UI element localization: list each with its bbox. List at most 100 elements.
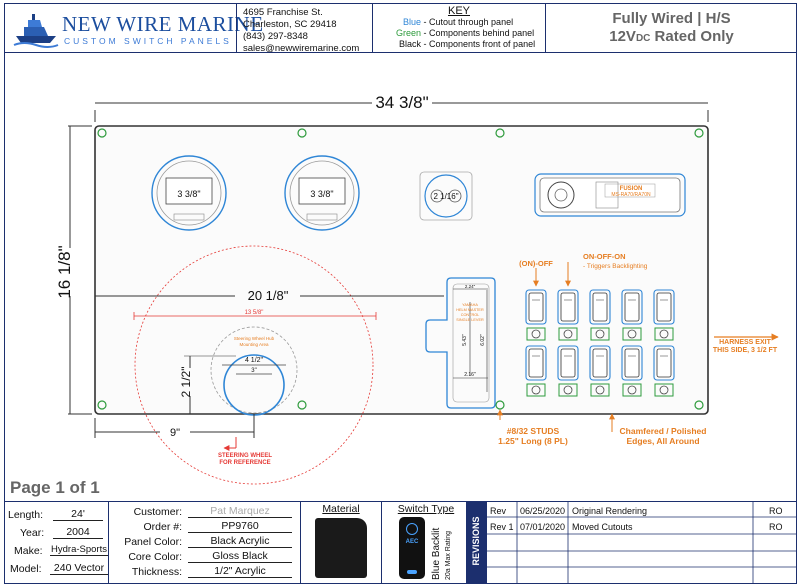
spec-row-length: Length: 24': [8, 506, 108, 524]
thickness: 1/2" Acrylic: [188, 565, 292, 578]
rocker-switch: [653, 345, 675, 397]
mounting-studs: [97, 128, 704, 410]
header-divider: [236, 3, 237, 53]
stereo-cutout: [534, 173, 686, 217]
switch-indicator: [407, 570, 417, 574]
rev-number: Rev: [490, 506, 507, 516]
rocker-switch: [621, 345, 643, 397]
company-address: 4695 Franchise St. Charleston, SC 29418 …: [243, 7, 359, 55]
spec-label: Length:: [8, 509, 44, 521]
key-desc: - Cutout through panel: [423, 17, 514, 27]
spec-value: 240 Vector: [50, 562, 108, 575]
on-off-callout: (ON)-OFF: [519, 259, 553, 268]
revisions-label: REVISIONS: [471, 516, 481, 566]
remote-label-4: SINGLE LEVER: [456, 318, 484, 322]
harness-label-1: HARNESS EXIT: [719, 339, 771, 346]
material-title: Material: [322, 503, 360, 515]
switch-logo-icon: [406, 523, 418, 535]
spec-row-year: Year: 2004: [8, 524, 108, 542]
ship-logo-icon: [12, 10, 60, 48]
footer-divider: [108, 501, 109, 584]
revisions-grid: [487, 502, 797, 584]
footer-bar: [4, 501, 797, 584]
logo-title: NEW WIRE MARINE: [62, 12, 264, 36]
order-info: Customer: Pat Marquez Order #: PP9760 Pa…: [110, 504, 300, 579]
steering-label-2: FOR REFERENCE: [219, 460, 270, 466]
steering-horizontal-label: 9": [170, 427, 180, 439]
stereo-brand: FUSION: [620, 186, 643, 192]
rocker-switch: [557, 345, 579, 397]
footer-divider: [300, 501, 301, 584]
order-row-customer: Customer: Pat Marquez: [110, 504, 300, 519]
panel-color: Black Acrylic: [188, 535, 292, 548]
spec-label: Year:: [20, 527, 45, 539]
gauge-cutout-1: [151, 155, 227, 231]
rev-date: 07/01/2020: [520, 522, 566, 532]
spec-row-make: Make: Hydra-Sports: [8, 542, 108, 560]
remote-label-1: YAMAHA: [462, 303, 478, 307]
steering-hole-inner-label: 3": [251, 368, 256, 374]
steering-note-1: Steering Wheel Hub: [234, 336, 275, 341]
key-desc: - Components front of panel: [423, 39, 536, 49]
width-dim-label: 34 3/8": [375, 93, 428, 112]
order-label: Order #:: [143, 521, 182, 533]
usb-dim-label: 2 1/16": [433, 192, 458, 201]
rating-text: Rated Only: [650, 28, 734, 45]
order-label: Panel Color:: [124, 536, 182, 548]
rocker-switch: [653, 289, 675, 341]
harness-label-2: THIS SIDE, 3 1/2 FT: [713, 347, 778, 354]
steering-circle-label: 13 5/8": [245, 310, 264, 316]
rating-line-2: 12VDC Rated Only: [546, 28, 797, 48]
rev-author: RO: [769, 506, 783, 516]
page-label: Page 1 of 1: [10, 478, 100, 497]
boat-specs: Length: 24' Year: 2004 Make: Hydra-Sport…: [8, 506, 108, 578]
switch-grid: [525, 289, 675, 397]
studs-label-2: 1.25" Long (8 PL): [498, 436, 568, 446]
address-line: Charleston, SC 29418: [243, 19, 337, 30]
color-key: KEY Blue - Cutout through panel Green - …: [373, 5, 545, 50]
material-swatch: [315, 518, 367, 578]
voltage: 12V: [609, 28, 636, 45]
order-number: PP9760: [188, 520, 292, 533]
voltage-subscript: DC: [635, 33, 651, 44]
steering-hole-outer-label: 4 1/2": [245, 357, 264, 364]
rocker-switch: [621, 289, 643, 341]
gauge2-dim-label: 3 3/8": [310, 189, 333, 199]
switch-label: AEC: [405, 539, 419, 545]
logo-subtitle: CUSTOM SWITCH PANELS: [64, 36, 232, 46]
footer-divider: [381, 501, 382, 584]
studs-label-1: #8/32 STUDS: [507, 426, 560, 436]
on-off-on-callout: ON-OFF-ON: [583, 252, 626, 261]
callout-arrows: [497, 262, 779, 432]
order-label: Customer:: [133, 506, 182, 518]
steering-note-2: Mounting Area: [239, 342, 269, 347]
remote-left-dim: 5.43": [462, 334, 468, 346]
order-row-panel-color: Panel Color: Black Acrylic: [110, 534, 300, 549]
remote-control-cutout: [425, 277, 496, 409]
order-label: Thickness:: [131, 566, 182, 578]
backlight-note: - Triggers Backlighting: [583, 263, 648, 270]
stereo-model: MS-RA70/RA70N: [611, 192, 651, 198]
key-desc: - Components behind panel: [423, 28, 535, 38]
spec-value: Hydra-Sports: [50, 544, 108, 556]
gauge-cutout-2: [284, 155, 360, 231]
switch-type-label-1: Blue Backlit: [431, 527, 442, 580]
edges-label-2: Edges, All Around: [626, 436, 699, 446]
rocker-switch: [589, 289, 611, 341]
rocker-switch: [589, 345, 611, 397]
height-dim-label: 16 1/8": [55, 245, 74, 298]
customer-name: Pat Marquez: [188, 505, 292, 518]
usb-charger-cutout: [419, 171, 473, 221]
address-line: 4695 Franchise St.: [243, 7, 323, 18]
rocker-switch: [525, 289, 547, 341]
key-title: KEY: [447, 5, 470, 17]
header-divider: [372, 3, 373, 53]
order-label: Core Color:: [128, 551, 182, 563]
rev-author: RO: [769, 522, 783, 532]
key-row-blue: Blue - Cutout through panel: [373, 17, 545, 28]
rev-description: Moved Cutouts: [572, 522, 633, 532]
order-row-core-color: Core Color: Gloss Black: [110, 549, 300, 564]
steering-offset-label: 20 1/8": [248, 288, 289, 303]
spec-row-model: Model: 240 Vector: [8, 560, 108, 578]
